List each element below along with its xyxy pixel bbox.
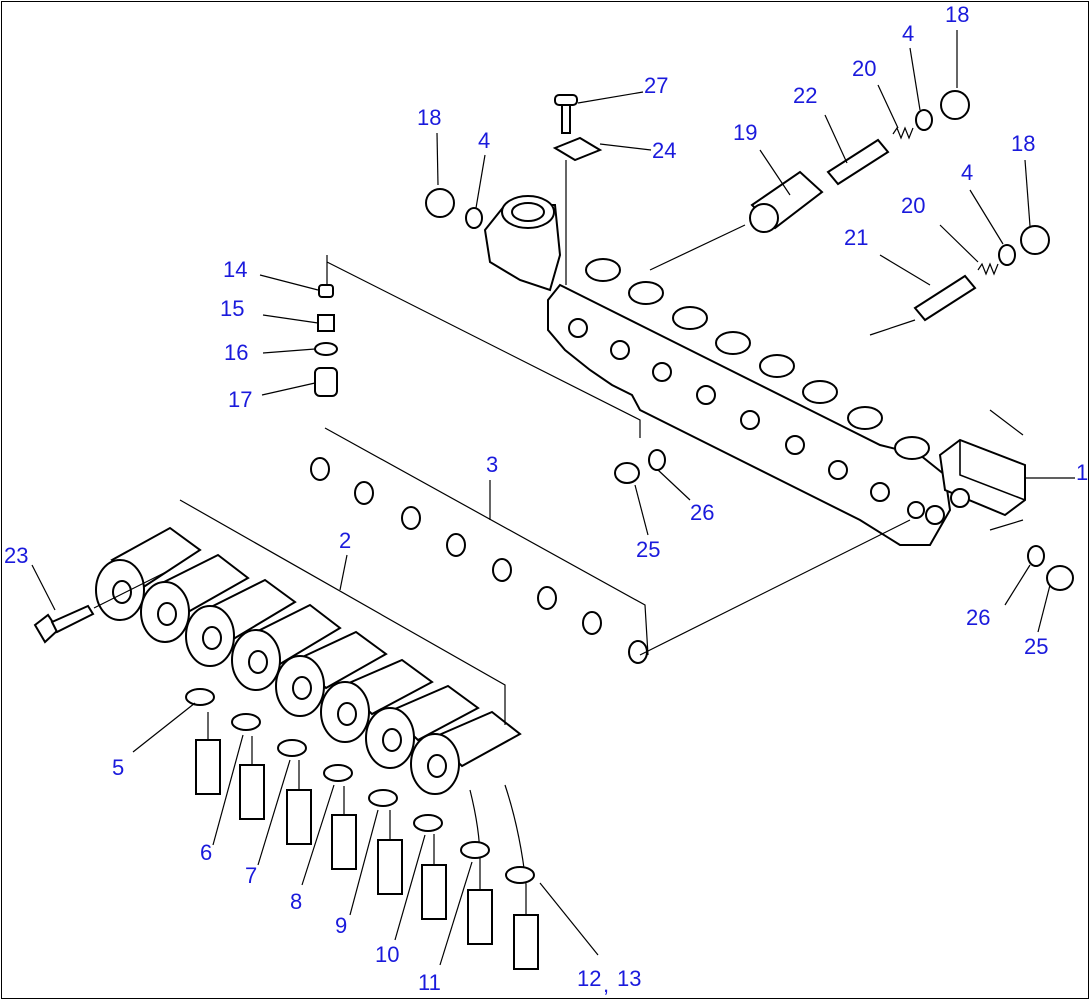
callout-6: 6 (200, 840, 212, 865)
callout-4: 4 (902, 21, 914, 46)
callout-14: 14 (223, 257, 247, 282)
callout-20: 20 (901, 193, 925, 218)
callout-1: 1 (1076, 460, 1088, 485)
callout-27: 27 (644, 73, 668, 98)
callout-25: 25 (636, 537, 660, 562)
solenoid-coils (95, 526, 522, 795)
solenoid-2 (140, 553, 250, 643)
small-hardware (33, 90, 1074, 644)
solenoid-4 (231, 603, 342, 691)
callout-20: 20 (852, 56, 876, 81)
leader-lines (31, 30, 1075, 966)
solenoid-connectors (195, 712, 539, 970)
valve-body (483, 195, 1026, 546)
callout-9: 9 (335, 913, 347, 938)
valve-ports (585, 258, 930, 460)
callout-5: 5 (112, 755, 124, 780)
solenoid-3 (185, 578, 297, 667)
callout-16: 16 (224, 340, 248, 365)
callout-10: 10 (375, 942, 399, 967)
solenoid-8 (410, 710, 522, 795)
body-holes (568, 318, 925, 519)
callout-3: 3 (486, 452, 498, 477)
callout-labels: 27 18 4 24 19 22 20 4 18 18 4 20 21 14 1… (4, 2, 1088, 997)
callout-23: 23 (4, 543, 28, 568)
callout-26: 26 (966, 605, 990, 630)
callout-18: 18 (417, 105, 441, 130)
callout-26: 26 (690, 500, 714, 525)
callout-21: 21 (844, 225, 868, 250)
callout-18: 18 (945, 2, 969, 27)
callout-24: 24 (652, 138, 676, 163)
callout-17: 17 (228, 387, 252, 412)
callout-22: 22 (793, 83, 817, 108)
solenoid-7 (365, 684, 480, 769)
o-rings (310, 457, 648, 664)
callout-separator: , (603, 972, 609, 997)
callout-2: 2 (339, 528, 351, 553)
callout-18: 18 (1011, 131, 1035, 156)
callout-25: 25 (1024, 634, 1048, 659)
callout-12: 12 (577, 966, 601, 991)
assembly-lines (93, 160, 1024, 725)
callout-4: 4 (478, 128, 490, 153)
callout-4: 4 (961, 160, 973, 185)
callout-15: 15 (220, 296, 244, 321)
callout-8: 8 (290, 889, 302, 914)
callout-13: 13 (617, 966, 641, 991)
callout-7: 7 (245, 863, 257, 888)
solenoid-5 (275, 630, 388, 717)
callout-11: 11 (418, 970, 441, 995)
solenoid-6 (320, 658, 434, 743)
wire-clamps (185, 688, 535, 884)
callout-19: 19 (733, 120, 757, 145)
solenoid-1 (95, 526, 202, 621)
